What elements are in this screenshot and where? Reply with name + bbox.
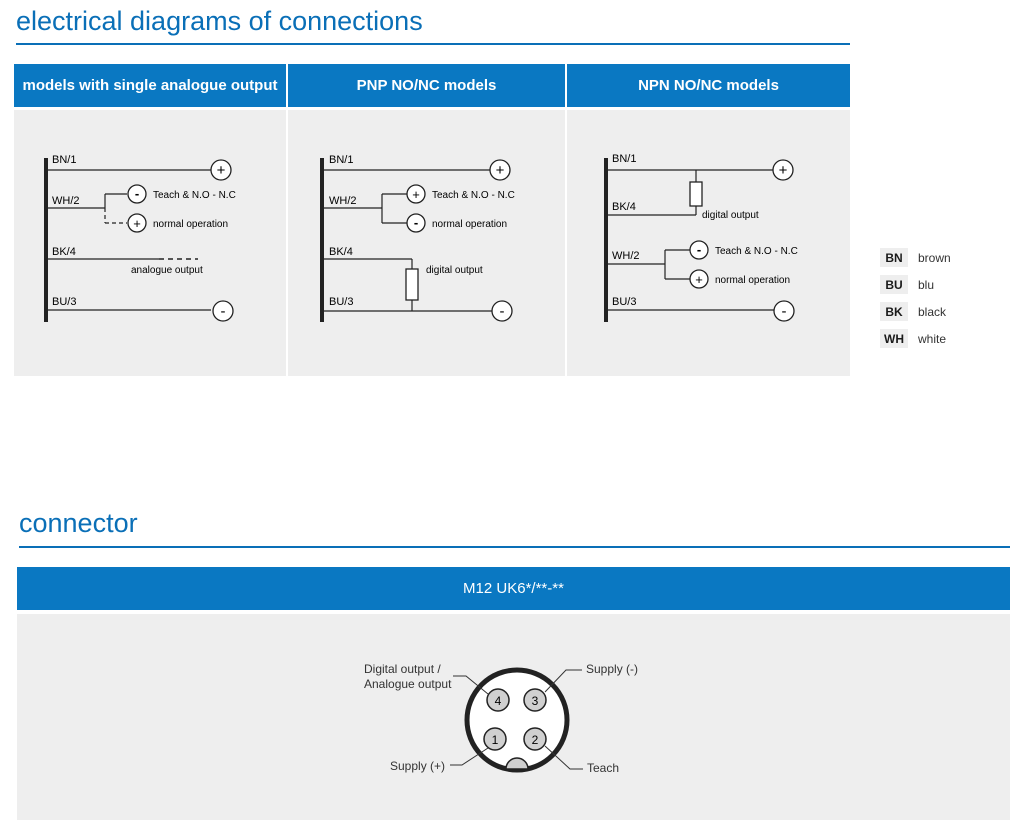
normal-operation-symbol: +	[133, 216, 141, 231]
normal-operation-label: normal operation	[432, 219, 507, 230]
connector-key-notch	[505, 757, 529, 770]
output-label: digital output	[702, 210, 759, 221]
normal-operation-symbol: +	[695, 272, 703, 287]
normal-operation-label: normal operation	[153, 219, 228, 230]
normal-operation-terminal	[127, 213, 147, 233]
supply-negative-symbol: -	[500, 303, 505, 320]
legend-name: brown	[918, 250, 951, 265]
supply-negative-symbol: -	[782, 303, 787, 320]
supply-positive-terminal	[489, 159, 511, 181]
wire-label-bu: BU/3	[329, 296, 353, 308]
wire-label-bu: BU/3	[52, 296, 76, 308]
column-header-npn: NPN NO/NC models	[567, 64, 850, 107]
wire-label-wh: WH/2	[612, 250, 640, 262]
teach-label: Teach & N.O - N.C	[153, 190, 236, 201]
supply-positive-terminal	[772, 159, 794, 181]
pin-number: 2	[532, 733, 539, 747]
teach-terminal	[127, 184, 147, 204]
wire-label-bn: BN/1	[612, 153, 636, 165]
column-header-analogue: models with single analogue output	[14, 64, 286, 107]
wire-label-bk: BK/4	[52, 246, 76, 258]
pin-number: 4	[495, 694, 502, 708]
diagram-panel-pnp: + + - - BN/1 WH/2 BK/4 BU/3 Teach & N.O …	[288, 110, 565, 376]
legend-code: BK	[880, 302, 908, 321]
teach-symbol: -	[135, 186, 139, 201]
legend-code: BN	[880, 248, 908, 267]
output-label: digital output	[426, 265, 483, 276]
normal-operation-symbol: -	[414, 215, 418, 230]
wire-label-bu: BU/3	[612, 296, 636, 308]
normal-operation-terminal	[406, 213, 426, 233]
pin2-label: Teach	[587, 761, 619, 775]
pin-number: 3	[532, 694, 539, 708]
legend-name: white	[918, 331, 947, 346]
output-label: analogue output	[131, 265, 203, 276]
pin4-label-line1: Digital output /	[364, 662, 441, 676]
teach-label: Teach & N.O - N.C	[432, 190, 515, 201]
wire-label-bk: BK/4	[612, 201, 636, 213]
supply-negative-symbol: -	[221, 303, 226, 320]
supply-positive-symbol: +	[779, 162, 788, 179]
wire-label-wh: WH/2	[329, 195, 357, 207]
diagrams-section-title: electrical diagrams of connections	[16, 6, 423, 36]
pin3-label: Supply (-)	[586, 662, 638, 676]
connector-header: M12 UK6*/**-**	[17, 567, 1010, 610]
wire-label-bn: BN/1	[329, 154, 353, 166]
diagram-panel-npn: + - + - BN/1 BK/4 WH/2 BU/3 Teach & N.O …	[567, 110, 850, 376]
diagram-panel-analogue: + - + - BN/1 WH/2 BK/4 BU/3 Teach & N.O …	[14, 110, 286, 376]
supply-positive-terminal	[210, 159, 232, 181]
wiring-diagram-analogue: + - + - BN/1 WH/2 BK/4 BU/3 Teach & N.O …	[44, 154, 236, 322]
teach-symbol: +	[412, 187, 420, 202]
teach-terminal	[406, 184, 426, 204]
wire-label-bn: BN/1	[52, 154, 76, 166]
wiring-diagram-pnp: + + - - BN/1 WH/2 BK/4 BU/3 Teach & N.O …	[320, 154, 515, 322]
m12-connector-diagram: 4 3 1 2 Digital output / Analogue output…	[364, 662, 638, 775]
pin-4	[486, 688, 510, 712]
legend-code: BU	[880, 275, 908, 294]
wiring-diagram-npn: + - + - BN/1 BK/4 WH/2 BU/3 Teach & N.O …	[604, 153, 798, 322]
connector-title-rule	[19, 546, 1010, 548]
pin-2	[523, 727, 547, 751]
supply-negative-terminal	[212, 300, 234, 322]
legend-name: black	[918, 304, 947, 319]
pin-number: 1	[492, 733, 499, 747]
supply-positive-symbol: +	[217, 162, 226, 179]
legend-row-bk: BK black	[880, 298, 951, 325]
normal-operation-terminal	[689, 269, 709, 289]
supply-negative-terminal	[491, 300, 513, 322]
column-header-pnp: PNP NO/NC models	[288, 64, 565, 107]
connector-section-title: connector	[19, 508, 138, 538]
supply-negative-terminal	[773, 300, 795, 322]
pin-3	[523, 688, 547, 712]
teach-terminal	[689, 240, 709, 260]
supply-positive-symbol: +	[496, 162, 505, 179]
legend-row-bn: BN brown	[880, 244, 951, 271]
legend-row-bu: BU blu	[880, 271, 951, 298]
teach-symbol: -	[697, 242, 701, 257]
pin4-label-line2: Analogue output	[364, 677, 452, 691]
wire-label-bk: BK/4	[329, 246, 353, 258]
wire-label-wh: WH/2	[52, 195, 80, 207]
teach-label: Teach & N.O - N.C	[715, 246, 798, 257]
pin-1	[483, 727, 507, 751]
normal-operation-label: normal operation	[715, 275, 790, 286]
load-resistor	[689, 181, 703, 207]
wire-color-legend: BN brown BU blu BK black WH white	[880, 244, 951, 352]
legend-row-wh: WH white	[880, 325, 951, 352]
diagrams-title-rule	[16, 43, 850, 45]
legend-name: blu	[918, 277, 935, 292]
legend-code: WH	[880, 329, 908, 348]
pin1-label: Supply (+)	[390, 759, 445, 773]
connector-panel: 4 3 1 2 Digital output / Analogue output…	[17, 614, 1010, 820]
load-resistor	[405, 268, 419, 301]
